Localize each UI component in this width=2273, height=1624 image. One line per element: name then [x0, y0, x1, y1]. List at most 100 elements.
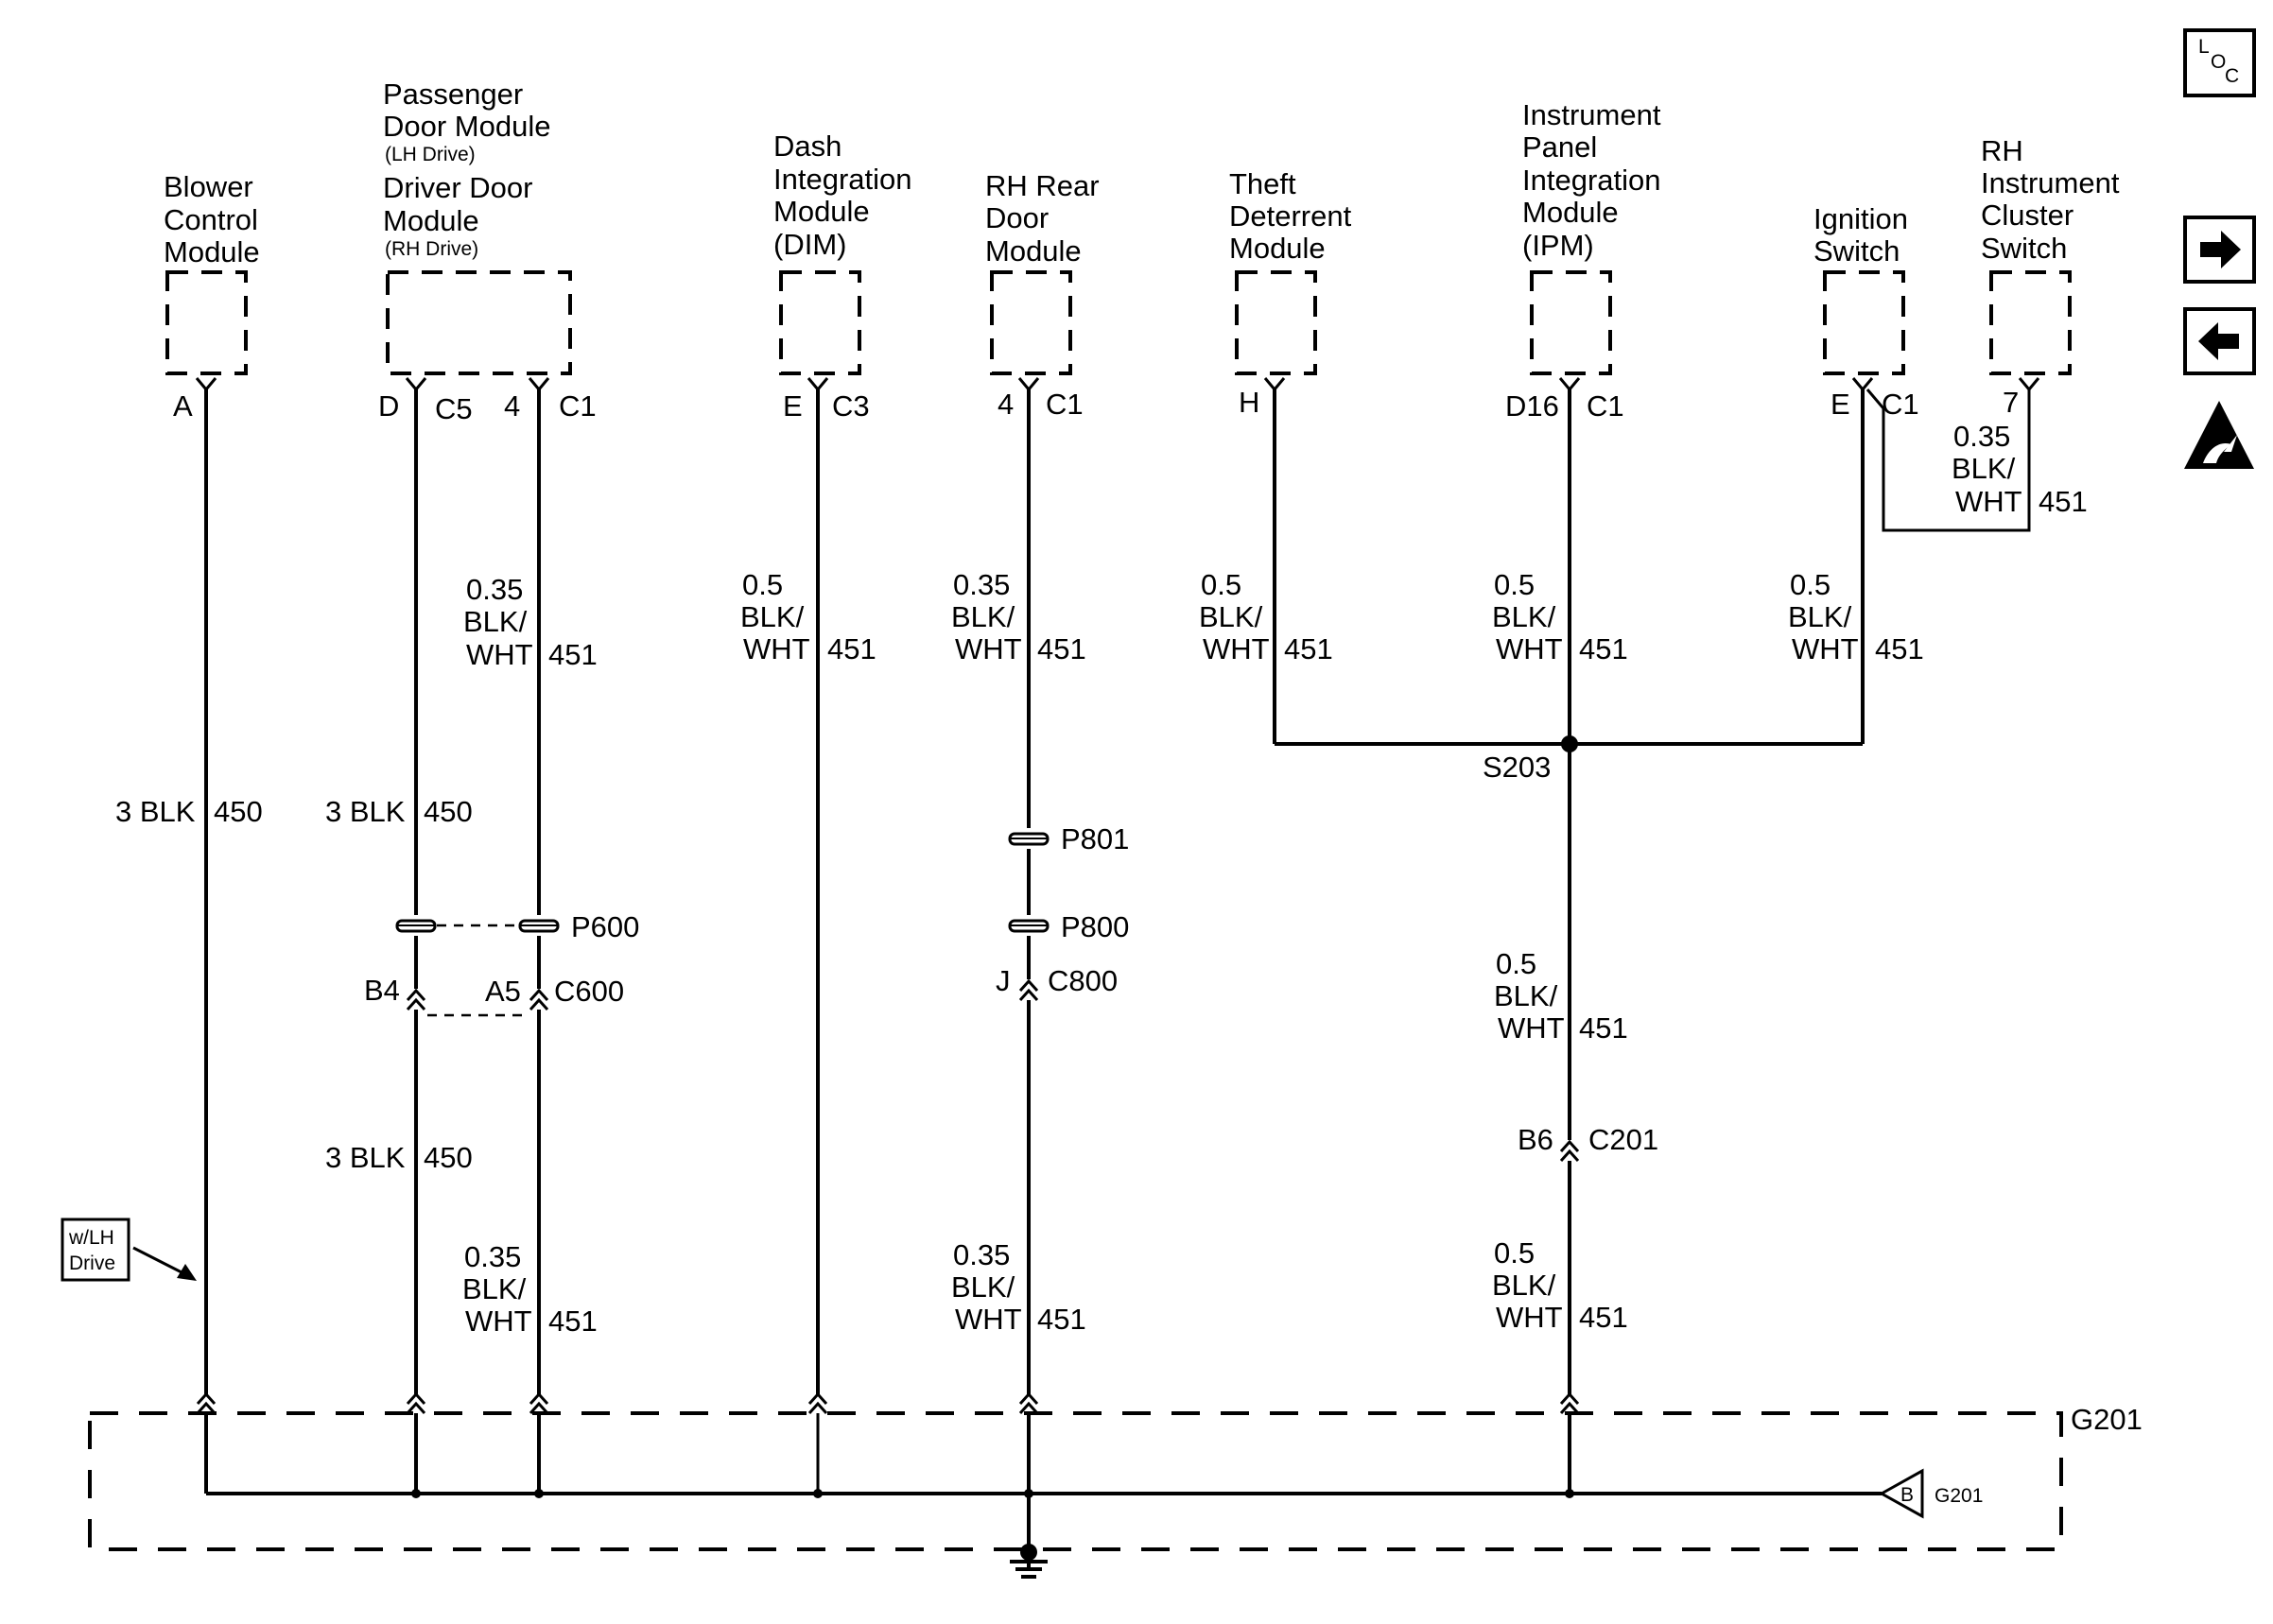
connector-c201: B6 C201 [1518, 1123, 1658, 1163]
svg-text:451: 451 [827, 632, 876, 665]
svg-text:0.35: 0.35 [953, 568, 1010, 601]
splice-s203-dot [1561, 735, 1578, 752]
svg-text:(LH Drive): (LH Drive) [385, 144, 476, 165]
theft-deterrent-module-label: Theft Deterrent Module [1229, 167, 1352, 265]
svg-text:C1: C1 [1046, 388, 1084, 421]
dash-integration-module-label: Dash Integration Module (DIM) [773, 130, 912, 261]
svg-text:Theft: Theft [1229, 167, 1296, 200]
blower-control-module-box [165, 270, 248, 375]
svg-text:Module: Module [1522, 196, 1619, 229]
svg-text:451: 451 [1284, 632, 1333, 665]
svg-text:WHT: WHT [1203, 632, 1270, 665]
svg-text:B: B [1900, 1484, 1914, 1506]
svg-text:Door Module: Door Module [383, 110, 550, 143]
svg-text:G201: G201 [1935, 1485, 1983, 1507]
svg-text:Instrument: Instrument [1981, 166, 2120, 199]
inline-connector-p800: P800 [1008, 910, 1129, 943]
inline-connector-p801: P801 [1008, 822, 1129, 855]
svg-text:4: 4 [504, 389, 520, 423]
svg-text:Switch: Switch [1981, 232, 2067, 265]
svg-text:0.35: 0.35 [466, 573, 523, 606]
svg-text:C201: C201 [1588, 1123, 1658, 1156]
svg-text:Module: Module [985, 234, 1082, 268]
arrow-right-icon [2200, 231, 2241, 268]
svg-text:Drive: Drive [69, 1253, 115, 1274]
location-button[interactable]: L O C [2183, 28, 2256, 97]
svg-text:Cluster: Cluster [1981, 199, 2073, 232]
ignition-switch-box [1823, 270, 1905, 375]
svg-text:BLK/: BLK/ [1199, 600, 1263, 633]
svg-text:BLK/: BLK/ [740, 600, 805, 633]
instrument-panel-integration-module-label: Instrument Panel Integration Module (IPM… [1522, 98, 1661, 262]
svg-text:C800: C800 [1048, 964, 1118, 997]
pin-labels: A D C5 4 C1 E C3 4 C1 H D16 C1 E C1 7 [173, 386, 2019, 425]
svg-text:C1: C1 [1882, 388, 1919, 421]
ipm-box [1530, 270, 1612, 375]
svg-text:0.5: 0.5 [742, 568, 783, 601]
svg-text:A: A [173, 389, 193, 423]
svg-text:RH: RH [1981, 134, 2023, 167]
svg-text:B4: B4 [364, 974, 400, 1007]
svg-text:J: J [996, 964, 1011, 997]
svg-text:Door: Door [985, 201, 1049, 234]
svg-text:0.5: 0.5 [1201, 568, 1241, 601]
svg-text:WHT: WHT [955, 1303, 1022, 1336]
svg-text:Passenger: Passenger [383, 78, 523, 111]
svg-text:4: 4 [998, 388, 1014, 421]
svg-text:Deterrent: Deterrent [1229, 199, 1352, 233]
svg-text:BLK/: BLK/ [1788, 600, 1852, 633]
svg-text:Module: Module [1229, 232, 1326, 265]
svg-text:Module: Module [773, 195, 870, 228]
svg-text:3 BLK: 3 BLK [325, 795, 406, 828]
previous-page-button[interactable] [2183, 307, 2256, 375]
door-module-box [386, 270, 572, 375]
svg-text:451: 451 [548, 638, 598, 671]
svg-text:RH Rear: RH Rear [985, 169, 1100, 202]
svg-text:Dash: Dash [773, 130, 842, 163]
ground-bus-g201: G201 B G201 [88, 1391, 2143, 1551]
next-page-button[interactable] [2183, 216, 2256, 284]
svg-text:450: 450 [424, 795, 473, 828]
svg-text:Blower: Blower [164, 170, 253, 203]
svg-text:C1: C1 [559, 389, 597, 423]
svg-text:451: 451 [1875, 632, 1924, 665]
rh-rear-door-module-label: RH Rear Door Module [985, 169, 1100, 268]
svg-text:451: 451 [1037, 632, 1086, 665]
svg-text:(RH Drive): (RH Drive) [385, 238, 478, 260]
svg-text:Switch: Switch [1813, 234, 1900, 268]
svg-text:Control: Control [164, 203, 258, 236]
svg-text:WHT: WHT [743, 632, 810, 665]
svg-text:0.35: 0.35 [953, 1238, 1010, 1271]
svg-text:451: 451 [548, 1304, 598, 1338]
ground-symbol [1010, 1544, 1048, 1579]
svg-text:Integration: Integration [773, 163, 912, 196]
esd-warning-icon[interactable] [2184, 401, 2254, 469]
svg-text:BLK/: BLK/ [951, 600, 1015, 633]
svg-text:Instrument: Instrument [1522, 98, 1661, 131]
svg-text:Driver Door: Driver Door [383, 171, 532, 204]
svg-text:P800: P800 [1061, 910, 1129, 943]
svg-text:Integration: Integration [1522, 164, 1661, 197]
svg-text:P600: P600 [571, 910, 639, 943]
svg-text:451: 451 [1037, 1303, 1086, 1336]
svg-text:451: 451 [1579, 1011, 1628, 1045]
svg-text:450: 450 [214, 795, 263, 828]
splice-s203-label: S203 [1483, 751, 1551, 784]
svg-text:D: D [378, 389, 399, 423]
svg-text:BLK/: BLK/ [462, 1272, 527, 1305]
svg-text:WHT: WHT [1496, 632, 1563, 665]
svg-text:BLK/: BLK/ [951, 1270, 1015, 1304]
svg-text:BLK/: BLK/ [1494, 979, 1558, 1012]
theft-deterrent-module-box [1235, 270, 1317, 375]
svg-text:WHT: WHT [466, 638, 533, 671]
connector-c600: B4 A5 C600 [364, 974, 624, 1017]
dim-box [779, 270, 861, 375]
svg-text:7: 7 [2003, 386, 2019, 419]
svg-text:L: L [2198, 36, 2210, 58]
svg-text:C600: C600 [554, 975, 624, 1008]
connector-c800: J C800 [996, 964, 1118, 1002]
svg-text:Panel: Panel [1522, 130, 1597, 164]
wire-spec-labels: 0.35 BLK/ WHT 451 0.5 BLK/ WHT 451 0.35 … [115, 420, 2088, 1338]
svg-text:451: 451 [2039, 485, 2088, 518]
